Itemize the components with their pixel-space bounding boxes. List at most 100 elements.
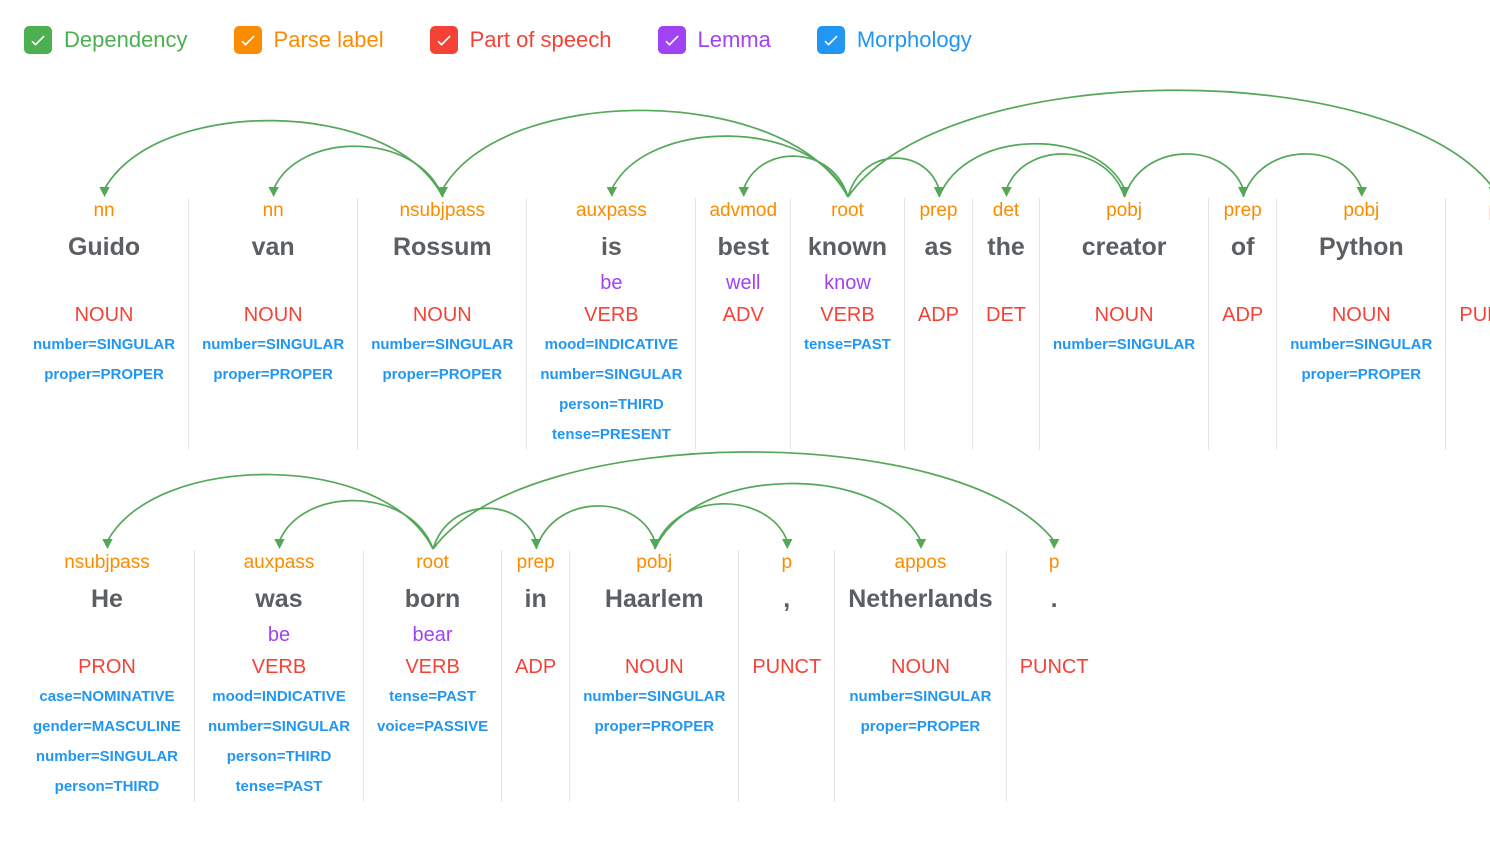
token-pos: VERB xyxy=(251,656,307,678)
dependency-arc xyxy=(742,155,849,198)
token-pos: NOUN xyxy=(1331,304,1391,326)
parse-label: prep xyxy=(516,552,555,573)
parse-label: nsubjpass xyxy=(399,200,486,221)
morphology-line xyxy=(515,742,556,772)
morphology-line: number=SINGULAR xyxy=(583,688,726,705)
morphology-line xyxy=(1020,682,1089,712)
arc-arrowhead-icon xyxy=(1001,187,1012,197)
morphology-line xyxy=(1222,390,1263,420)
token-pos: ADP xyxy=(515,656,557,678)
parse-label-checkbox[interactable] xyxy=(233,26,262,54)
dependency-arc xyxy=(432,507,537,550)
token-column: p,PUNCT xyxy=(739,550,836,802)
parse-label: root xyxy=(831,200,864,221)
dependency-arc xyxy=(535,505,656,550)
token-lemma xyxy=(1020,622,1089,652)
morphology-line xyxy=(1020,742,1089,772)
token-lemma xyxy=(1459,270,1490,300)
dependency-checkbox[interactable] xyxy=(24,26,52,54)
token-lemma xyxy=(1222,270,1263,300)
morphology-line: number=SINGULAR xyxy=(371,336,514,353)
morphology-line xyxy=(804,390,891,420)
legend-label-dependency: Dependency xyxy=(64,27,188,52)
legend-item-lemma[interactable]: Lemma xyxy=(657,26,771,54)
token-pos: PRON xyxy=(78,656,136,678)
morphology-line xyxy=(1459,390,1490,420)
parse-label: advmod xyxy=(709,200,778,221)
legend-item-part-of-speech[interactable]: Part of speech xyxy=(429,26,612,54)
morphology-line xyxy=(986,390,1026,420)
legend-item-dependency[interactable]: Dependency xyxy=(24,26,188,54)
legend-label-morphology: Morphology xyxy=(856,27,972,52)
token-pos: NOUN xyxy=(243,304,303,326)
morphology-line: person=THIRD xyxy=(54,778,160,795)
morphology-line xyxy=(1053,420,1195,450)
dependency-arc xyxy=(847,89,1490,198)
token-pos: VERB xyxy=(584,304,639,326)
token-pos: VERB xyxy=(405,656,460,678)
dependency-arc xyxy=(653,503,789,550)
token-lemma: be xyxy=(600,272,623,294)
morphology-line xyxy=(848,742,992,772)
token-word: is xyxy=(600,233,622,261)
legend-item-parse-label[interactable]: Parse label xyxy=(233,26,384,54)
morphology-line xyxy=(1290,390,1432,420)
morphology-line: voice=PASSIVE xyxy=(377,718,489,735)
morphology-line: proper=PROPER xyxy=(44,366,164,383)
morphology-line: mood=INDICATIVE xyxy=(544,336,679,353)
token-pos: PUNCT xyxy=(1459,304,1490,326)
morphology-line: proper=PROPER xyxy=(1301,366,1422,383)
token-lemma: bear xyxy=(412,624,453,646)
token-pos: ADP xyxy=(917,304,960,326)
part-of-speech-checkbox[interactable] xyxy=(429,26,458,54)
parse-label: auxpass xyxy=(575,200,647,221)
morphology-line xyxy=(377,772,488,802)
token-word: of xyxy=(1230,233,1255,261)
arc-arrowhead-icon xyxy=(915,539,927,549)
check-icon xyxy=(437,35,451,46)
annotation-legend: Dependency Parse label Part of speech Le… xyxy=(24,26,1490,54)
morphology-line xyxy=(1020,712,1089,742)
token-lemma: know xyxy=(824,272,871,294)
token-word: Haarlem xyxy=(604,585,704,613)
token-column: p.PUNCT xyxy=(1007,550,1102,802)
check-icon xyxy=(240,35,255,46)
morphology-line xyxy=(33,390,175,420)
morphology-line: number=SINGULAR xyxy=(35,748,179,765)
arc-arrowhead-icon xyxy=(782,539,793,549)
arc-arrowhead-icon xyxy=(99,187,110,197)
lemma-checkbox[interactable] xyxy=(657,26,686,54)
parse-label: nsubjpass xyxy=(64,552,150,573)
morphology-line xyxy=(202,420,344,450)
token-word: born xyxy=(404,585,461,613)
arc-arrowhead-icon xyxy=(102,539,113,549)
token-pos: PUNCT xyxy=(1019,656,1089,678)
token-lemma xyxy=(515,622,556,652)
legend-label-lemma: Lemma xyxy=(697,27,771,52)
arc-arrowhead-icon xyxy=(738,187,749,197)
morphology-line xyxy=(377,742,488,772)
dependency-arcs xyxy=(102,451,1060,550)
dependency-arc xyxy=(442,109,849,198)
token-word: known xyxy=(807,233,888,261)
morphology-line xyxy=(33,420,175,450)
morphology-line: proper=PROPER xyxy=(594,718,715,735)
legend-item-morphology[interactable]: Morphology xyxy=(816,26,972,54)
token-pos: VERB xyxy=(820,304,875,326)
parse-label: nn xyxy=(93,200,115,221)
morphology-line xyxy=(1459,420,1490,450)
morphology-line xyxy=(1459,360,1490,390)
parse-label: nn xyxy=(262,200,284,221)
token-pos: NOUN xyxy=(412,304,472,326)
morphology-line xyxy=(848,772,992,802)
morphology-checkbox[interactable] xyxy=(816,26,845,54)
